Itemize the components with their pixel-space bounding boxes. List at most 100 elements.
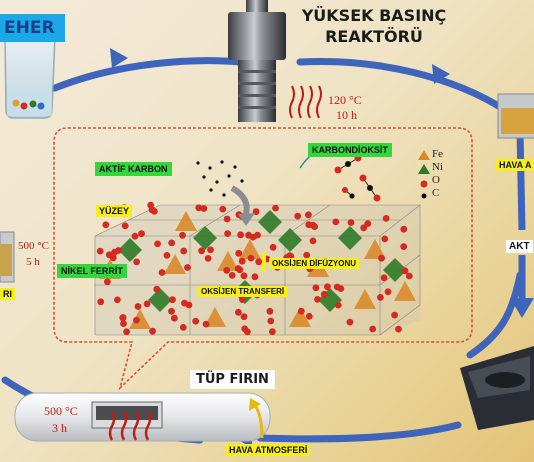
oxygen-atom — [147, 201, 155, 209]
crystal-lattice — [94, 204, 421, 336]
oxygen-atom — [314, 296, 321, 303]
oxygen-atom — [96, 247, 104, 255]
oxygen-atom — [179, 324, 187, 331]
fe-tetrahedron — [394, 281, 416, 301]
oxygen-atom — [405, 272, 413, 280]
oxygen-atom — [133, 258, 141, 266]
dish-icon — [497, 93, 534, 139]
oxygen-atom — [179, 231, 186, 239]
aktif-label-right: AKT — [506, 240, 533, 253]
oxygen-atom — [297, 307, 305, 315]
oksijen-difuzyonu-label: OKSİJEN DİFÜZYONU — [269, 258, 360, 269]
oxygen-atom — [120, 320, 127, 327]
oxygen-atom — [303, 251, 311, 259]
oxygen-atom — [228, 272, 236, 279]
reactor-title-line1: YÜKSEK BASINÇ — [301, 6, 447, 25]
oxygen-atom — [401, 267, 409, 275]
oxygen-atom — [347, 219, 355, 226]
oxygen-atom — [255, 258, 263, 266]
aktif-karbon-label: AKTİF KARBON — [95, 162, 172, 176]
oxygen-atom — [400, 243, 408, 251]
oxygen-atom — [138, 230, 145, 238]
furnace-duration: 3 h — [52, 421, 67, 435]
ni-octahedron — [193, 226, 217, 250]
legend-c: C — [432, 187, 440, 199]
oxygen-atom — [180, 247, 188, 255]
oxygen-atom — [168, 307, 175, 315]
left-temperature: 500 °C — [18, 240, 49, 252]
crucible-left-icon — [0, 231, 15, 283]
oxygen-atom — [149, 327, 156, 335]
oxygen-atom — [395, 325, 402, 333]
cycle-loop — [1, 57, 524, 444]
fe-tetrahedron — [354, 289, 376, 309]
oxygen-atom — [381, 235, 389, 243]
beaker-icon — [4, 34, 56, 119]
oxygen-atom — [269, 328, 276, 336]
oxygen-atom — [133, 316, 140, 324]
oxygen-atom — [200, 205, 208, 212]
oxygen-atom — [168, 239, 176, 247]
oxygen-atom — [97, 298, 105, 306]
oxygen-atom — [202, 320, 210, 328]
left-duration: 5 h — [26, 256, 40, 268]
oxygen-atom — [235, 308, 242, 316]
oxygen-atom — [384, 288, 392, 296]
oxygen-atom — [332, 218, 340, 226]
oxygen-atom — [272, 204, 279, 212]
oxygen-atom — [207, 246, 214, 254]
oxygen-atom — [244, 328, 251, 336]
ni-octahedron — [338, 226, 362, 250]
hava-atmosferi-label: HAVA ATMOSFERİ — [226, 444, 311, 456]
fe-tetrahedron — [164, 254, 186, 274]
carbon-to-surface-arrow — [230, 185, 250, 215]
oxygen-atom — [163, 252, 171, 259]
oxygen-atom — [192, 317, 200, 325]
oxygen-atom — [249, 233, 257, 241]
fe-tetrahedron — [239, 239, 261, 259]
reaction-zone-border — [53, 127, 473, 391]
oxygen-atom — [223, 215, 231, 223]
fe-tetrahedron — [217, 251, 239, 271]
cycle-arrow-right-mid — [516, 129, 526, 231]
oxygen-atom — [240, 313, 248, 321]
fe-tetrahedron — [175, 211, 197, 231]
oxygen-atom — [311, 223, 318, 231]
reactor-temperature: 120 °C — [328, 93, 362, 107]
ni-octahedron — [278, 228, 302, 252]
oxygen-atom — [237, 231, 245, 239]
reactor-title-line2: REAKTÖRÜ — [325, 27, 423, 46]
ni-octahedron — [118, 238, 142, 262]
oxygen-atom — [181, 299, 188, 307]
oxygen-atom — [219, 205, 227, 213]
oxygen-atom — [114, 296, 121, 304]
oxygen-atom — [119, 314, 127, 322]
oxygen-atom — [143, 300, 151, 308]
cycle-arrowhead-right — [432, 64, 450, 84]
oxygen-atom — [121, 222, 129, 230]
oxygen-atom — [400, 225, 408, 233]
oxygen-atom — [247, 254, 255, 262]
fe-tetrahedron — [129, 309, 151, 329]
tup-firin-label: TÜP FIRIN — [190, 370, 275, 389]
oxygen-atom — [238, 257, 246, 265]
cycle-arrowhead-top — [110, 48, 128, 68]
oxygen-atom — [294, 212, 302, 220]
left-ri-label: RI — [0, 288, 15, 300]
oxygen-atom — [382, 215, 390, 222]
ni-octahedron — [383, 258, 407, 282]
furnace-temperature: 500 °C — [44, 404, 78, 418]
fe-tetrahedron — [204, 307, 226, 327]
ni-octahedron — [258, 210, 282, 234]
oxygen-atom — [305, 221, 313, 229]
oxygen-atom — [240, 272, 248, 280]
oxygen-atom — [305, 211, 312, 219]
oxygen-atom — [333, 283, 341, 291]
oxygen-atom — [223, 266, 231, 274]
oxygen-atom — [391, 311, 398, 319]
oxygen-atom — [234, 265, 242, 272]
beher-label: EHER — [0, 14, 65, 42]
oxygen-atom — [102, 221, 110, 229]
oxygen-atom — [324, 283, 331, 291]
oxygen-atom — [184, 264, 191, 271]
